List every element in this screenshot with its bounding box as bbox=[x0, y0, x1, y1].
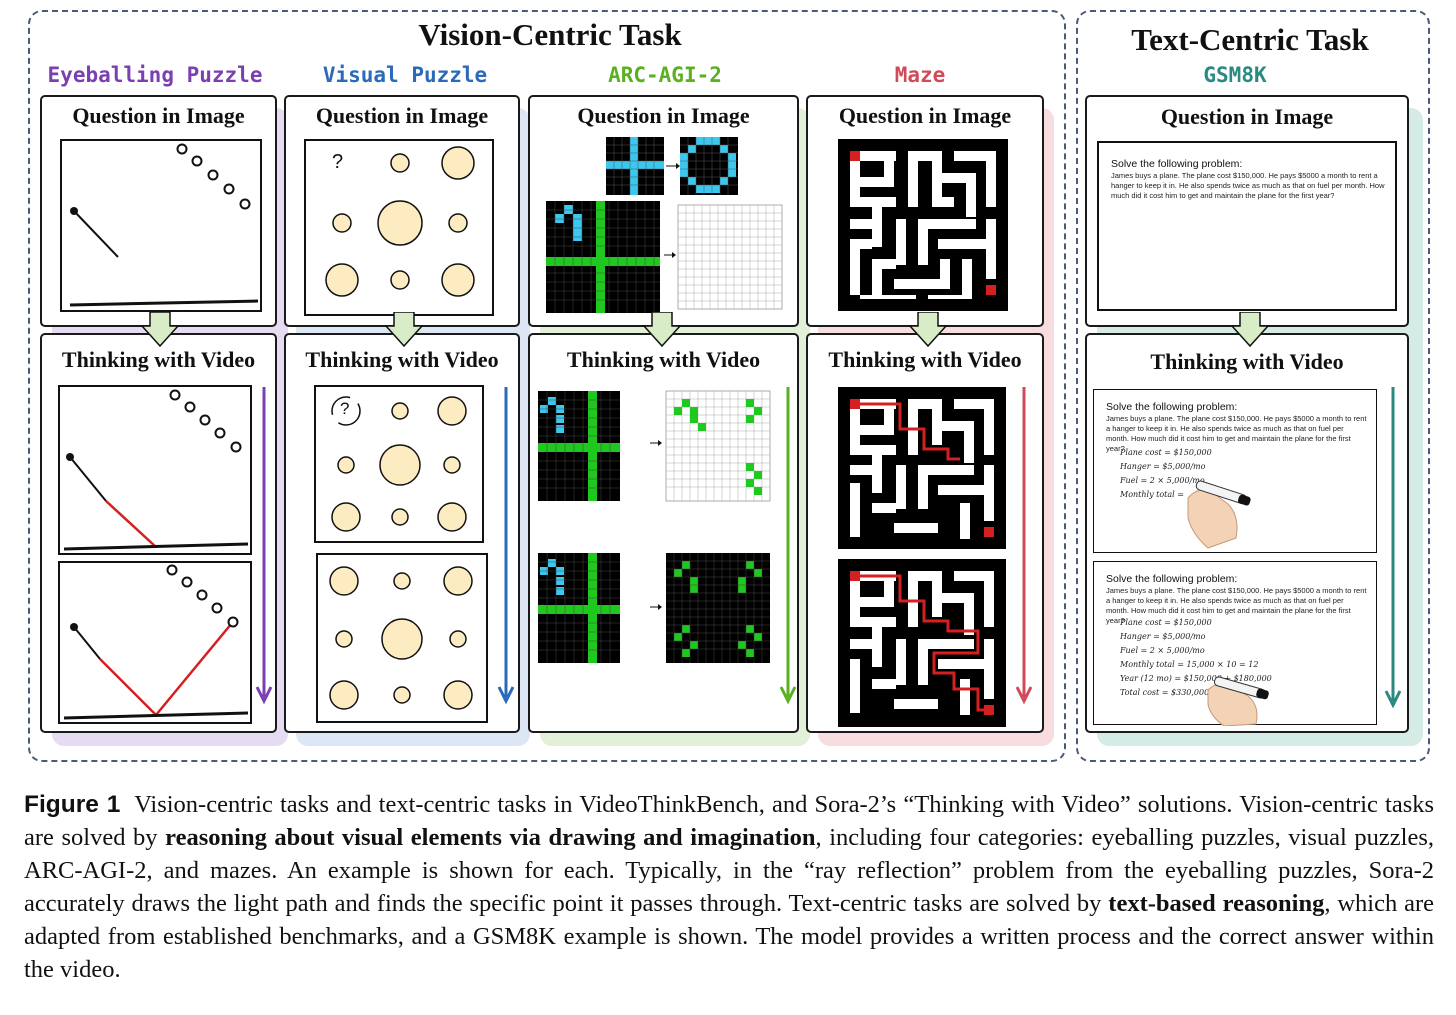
visual-progress-arrow bbox=[497, 387, 515, 705]
category-visual: Visual Puzzle bbox=[322, 63, 488, 87]
step-2: Hanger = $5,000/mo bbox=[1120, 632, 1206, 641]
maze-progress-arrow bbox=[1015, 387, 1033, 705]
maze-video-frame-1 bbox=[838, 387, 1006, 549]
vision-section-title: Vision-Centric Task bbox=[418, 17, 682, 52]
step-4: Monthly total = 15,000 × 10 = 12 bbox=[1120, 660, 1259, 669]
panel-title: Question in Image bbox=[838, 103, 1012, 128]
maze-thinking-panel: Thinking with Video bbox=[806, 333, 1044, 733]
hand-marker-icon bbox=[1207, 676, 1269, 726]
visual-question-image: ? bbox=[304, 139, 494, 316]
maze-question-image bbox=[838, 139, 1008, 311]
problem-heading: Solve the following problem: bbox=[1111, 158, 1243, 170]
eyeball-video-frame-1 bbox=[58, 385, 252, 555]
problem-text: James buys a plane. The plane cost $150,… bbox=[1106, 586, 1367, 625]
eyeball-progress-arrow bbox=[255, 387, 273, 705]
step-2: Hanger = $5,000/mo bbox=[1120, 462, 1206, 471]
category-arc: ARC-AGI-2 bbox=[608, 63, 722, 87]
eyeball-down-arrow bbox=[140, 312, 180, 348]
caption-text-2: , including four categories: eyeballing … bbox=[24, 824, 1435, 917]
panel-title: Thinking with Video bbox=[1150, 349, 1344, 374]
panel-title: Question in Image bbox=[72, 103, 245, 128]
visual-video-frame-2 bbox=[316, 553, 488, 723]
panel-title: Question in Image bbox=[577, 103, 750, 128]
gsm-down-arrow bbox=[1230, 312, 1270, 348]
arc-question-image bbox=[546, 137, 783, 313]
arc-thinking-panel: Thinking with Video bbox=[528, 333, 799, 733]
maze-question-panel: Question in Image bbox=[806, 95, 1044, 327]
problem-heading: Solve the following problem: bbox=[1106, 401, 1238, 413]
problem-heading: Solve the following problem: bbox=[1106, 573, 1238, 585]
category-maze: Maze bbox=[894, 63, 946, 87]
step-5: Year (12 mo) = $150,000 + $180,000 bbox=[1120, 674, 1272, 683]
step-6: Total cost = $330,000 bbox=[1120, 688, 1210, 697]
step-3: Fuel = 2 × 5,000/mo bbox=[1120, 476, 1205, 485]
category-gsm8k: GSM8K bbox=[1203, 63, 1267, 87]
question-mark: ? bbox=[332, 151, 344, 173]
maze-down-arrow bbox=[908, 312, 948, 348]
gsm-video-frame-1: Solve the following problem: James buys … bbox=[1093, 389, 1377, 553]
panel-title: Thinking with Video bbox=[61, 347, 256, 372]
hand-marker-icon bbox=[1187, 480, 1251, 549]
gsm-progress-arrow bbox=[1384, 387, 1402, 709]
caption-bold-2: text-based reasoning bbox=[1108, 890, 1325, 917]
eyeball-thinking-panel: Thinking with Video bbox=[40, 333, 277, 733]
visual-down-arrow bbox=[384, 312, 424, 348]
gsm-video-frame-2: Solve the following problem: James buys … bbox=[1093, 561, 1377, 726]
panel-title: Question in Image bbox=[315, 103, 489, 128]
vision-section-border bbox=[28, 10, 1066, 762]
gsm-thinking-panel: Thinking with Video Solve the following … bbox=[1085, 333, 1409, 733]
figure-caption: Figure 1 Vision-centric tasks and text-c… bbox=[24, 788, 1434, 986]
panel-title: Thinking with Video bbox=[566, 347, 761, 372]
eyeball-video-frame-2 bbox=[58, 561, 252, 724]
arc-progress-arrow bbox=[779, 387, 797, 705]
visual-video-frame-1: ? bbox=[314, 385, 484, 543]
problem-text: James buys a plane. The plane cost $150,… bbox=[1106, 414, 1367, 453]
problem-text: James buys a plane. The plane cost $150,… bbox=[1111, 171, 1385, 200]
eyeball-question-panel: Question in Image bbox=[40, 95, 277, 327]
arc-video-frames bbox=[538, 390, 771, 663]
arc-question-panel: Question in Image bbox=[528, 95, 799, 327]
text-section-title: Text-Centric Task bbox=[1131, 22, 1369, 57]
panel-title: Thinking with Video bbox=[305, 347, 499, 372]
question-mark: ? bbox=[340, 399, 350, 418]
visual-thinking-panel: Thinking with Video ? bbox=[284, 333, 520, 733]
caption-text-1: Vision-centric tasks and text-centric ta… bbox=[24, 791, 1435, 851]
maze-video-frame-2 bbox=[838, 559, 1006, 727]
step-3: Fuel = 2 × 5,000/mo bbox=[1120, 646, 1205, 655]
panel-title: Thinking with Video bbox=[828, 347, 1022, 372]
step-1: Plane cost = $150,000 bbox=[1120, 448, 1212, 457]
caption-text-3: , which are adapted from established ben… bbox=[24, 890, 1434, 983]
visual-question-panel: Question in Image ? bbox=[284, 95, 520, 327]
eyeball-question-image bbox=[60, 139, 262, 312]
step-1: Plane cost = $150,000 bbox=[1120, 618, 1212, 627]
arc-down-arrow bbox=[642, 312, 682, 348]
step-4: Monthly total = bbox=[1120, 490, 1184, 499]
caption-bold-1: reasoning about visual elements via draw… bbox=[165, 824, 816, 851]
gsm-question-panel: Question in Image Solve the following pr… bbox=[1085, 95, 1409, 327]
panel-title: Question in Image bbox=[1160, 104, 1334, 129]
figure-label: Figure 1 bbox=[24, 791, 121, 818]
text-section-border bbox=[1076, 10, 1430, 762]
category-eyeballing: Eyeballing Puzzle bbox=[47, 63, 263, 87]
gsm-question-image: Solve the following problem: James buys … bbox=[1097, 141, 1397, 311]
